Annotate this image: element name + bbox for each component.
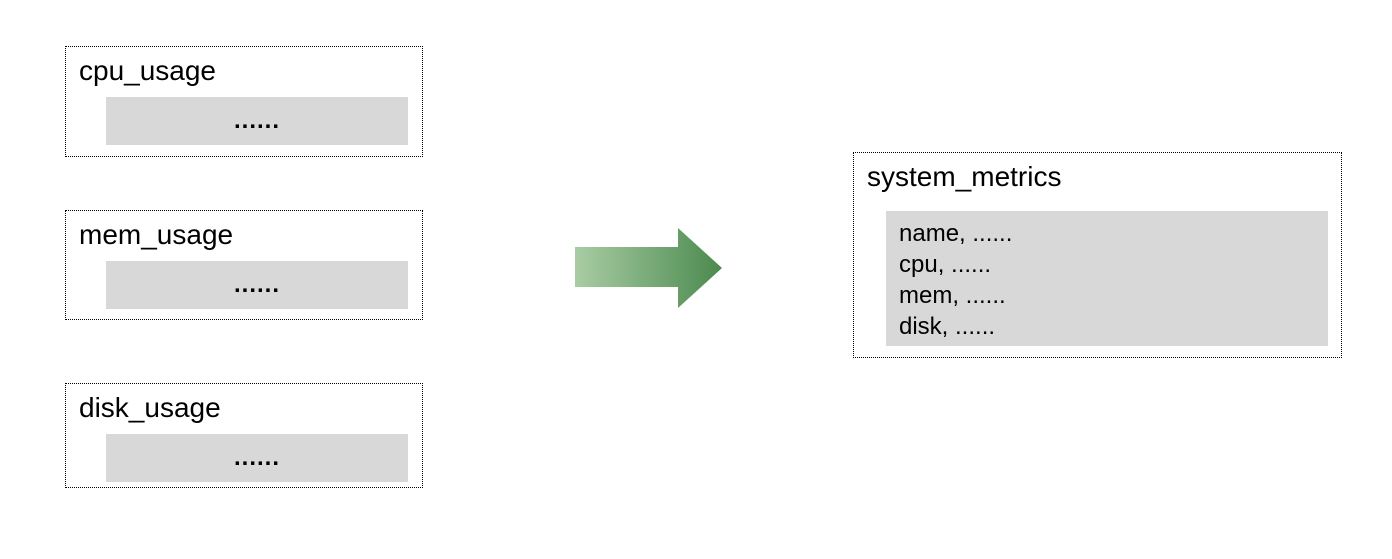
right-arrow-icon	[575, 228, 722, 308]
table-body-panel: ......	[106, 434, 408, 482]
ellipsis-placeholder: ......	[233, 444, 280, 471]
table-row: cpu, ......	[899, 251, 992, 278]
ellipsis-placeholder: ......	[233, 271, 280, 298]
table-title: disk_usage	[79, 392, 221, 423]
source-table-mem-usage: mem_usage ......	[65, 210, 423, 320]
source-table-cpu-usage: cpu_usage ......	[65, 46, 423, 157]
source-table-disk-usage: disk_usage ......	[65, 383, 423, 488]
table-body-panel: ......	[106, 97, 408, 145]
table-title: cpu_usage	[79, 55, 217, 86]
table-body-panel: name, ...... cpu, ...... mem, ...... dis…	[886, 211, 1328, 346]
target-table-system-metrics: system_metrics name, ...... cpu, ...... …	[853, 152, 1342, 358]
table-title: system_metrics	[867, 161, 1062, 192]
table-row: disk, ......	[899, 313, 996, 340]
ellipsis-placeholder: ......	[233, 107, 280, 134]
table-row: name, ......	[899, 220, 1013, 247]
table-body-panel: ......	[106, 261, 408, 309]
table-row: mem, ......	[899, 282, 1006, 309]
table-title: mem_usage	[79, 219, 234, 250]
